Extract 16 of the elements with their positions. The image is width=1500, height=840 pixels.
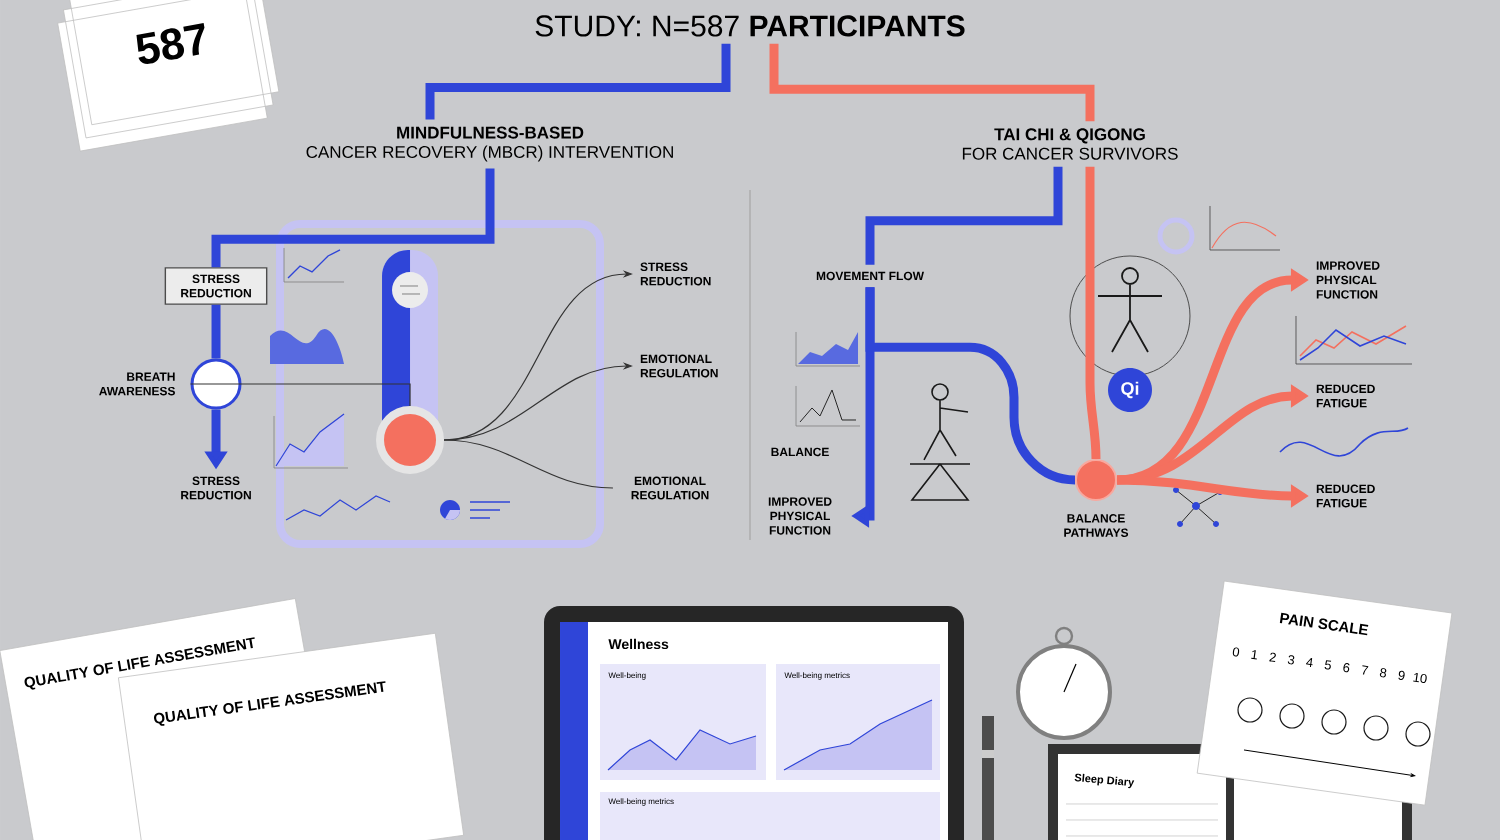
flow-pipe <box>211 304 221 359</box>
number-label: 587 <box>136 23 205 64</box>
title-text: STUDY: N=587 PARTICIPANTS <box>535 15 965 37</box>
flow-pipe <box>211 168 495 268</box>
target-circle <box>376 406 444 474</box>
section-heading: MINDFULNESS-BASED CANCER RECOVERY (MBCR) INTERVENTION <box>306 126 673 162</box>
breath-circle <box>190 358 242 410</box>
connector-line <box>189 383 411 407</box>
flow-pipe <box>425 43 731 120</box>
connector-line <box>443 439 614 489</box>
flow-pipe <box>769 43 1095 122</box>
flow-pipe <box>865 166 1063 265</box>
balance-circle <box>1075 459 1117 501</box>
section-heading: TAI CHI & QIGONG FOR CANCER SURVIVORS <box>962 128 1178 160</box>
flow-pipe <box>1085 166 1101 460</box>
flow-pipe <box>865 287 1076 485</box>
